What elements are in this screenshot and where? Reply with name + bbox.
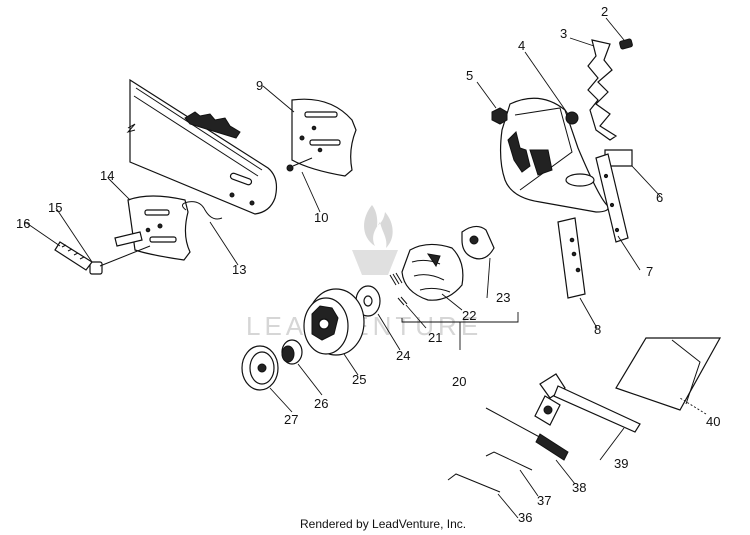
callout-3: 3: [560, 26, 567, 41]
chain-adjuster-screw: [54, 241, 93, 271]
clutch-drum: [303, 288, 365, 356]
bar-bolt: [286, 157, 313, 172]
outer-side-plate: [291, 98, 357, 177]
callout-26: 26: [314, 396, 328, 411]
hex-key-small: [447, 473, 501, 493]
callout-14: 14: [100, 168, 114, 183]
callout-10: 10: [314, 210, 328, 225]
leader-lines: [24, 17, 707, 519]
inner-side-plate: [127, 195, 191, 261]
plate-screw: [619, 38, 633, 50]
clutch-shoes: [401, 243, 464, 301]
cover-nut: [491, 107, 508, 125]
callout-38: 38: [572, 480, 586, 495]
chain-brake-plate: [587, 39, 618, 141]
callout-36: 36: [518, 510, 532, 525]
cover-guard: [595, 153, 629, 243]
sprocket: [241, 345, 279, 391]
callout-20: 20: [452, 374, 466, 389]
callout-13: 13: [232, 262, 246, 277]
callout-40: 40: [706, 414, 720, 429]
clutch-spring: [389, 272, 408, 306]
screwdriver: [485, 407, 569, 461]
callout-22: 22: [462, 308, 476, 323]
callout-24: 24: [396, 348, 410, 363]
callout-16: 16: [16, 216, 30, 231]
callout-23: 23: [496, 290, 510, 305]
callout-8: 8: [594, 322, 601, 337]
callout-9: 9: [256, 78, 263, 93]
callout-37: 37: [537, 493, 551, 508]
credit-line: Rendered by LeadVenture, Inc.: [300, 517, 466, 531]
callout-5: 5: [466, 68, 473, 83]
callout-6: 6: [656, 190, 663, 205]
clutch-hub: [461, 225, 495, 260]
callout-15: 15: [48, 200, 62, 215]
tension-spring: [182, 201, 223, 220]
callout-25: 25: [352, 372, 366, 387]
callout-2: 2: [601, 4, 608, 19]
hex-key-large: [485, 451, 533, 471]
clutch-bracket: [401, 312, 519, 350]
callout-21: 21: [428, 330, 442, 345]
scrench-tool: [534, 373, 641, 433]
bar-plate: [557, 217, 586, 299]
callout-39: 39: [614, 456, 628, 471]
callout-4: 4: [518, 38, 525, 53]
bar-stud: [89, 231, 151, 275]
needle-bearing: [281, 339, 303, 365]
callout-27: 27: [284, 412, 298, 427]
callout-7: 7: [646, 264, 653, 279]
guide-bar: [126, 78, 278, 215]
callouts: 2 3 4 5 6 7 8 9 10 13 14 15 16 20 21 22 …: [16, 4, 720, 525]
manual-booklet: [615, 337, 722, 411]
